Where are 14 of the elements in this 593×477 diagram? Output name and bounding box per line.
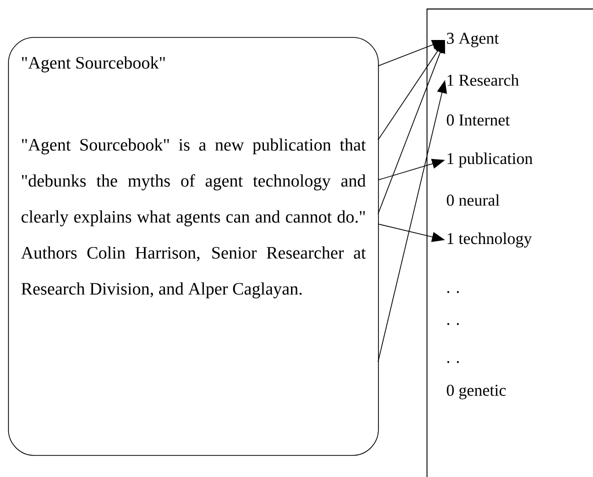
list-item: 1 Research bbox=[448, 74, 519, 86]
list-item: 0 Internet bbox=[446, 114, 510, 126]
ellipsis-dots: . . bbox=[447, 291, 459, 293]
list-item: 1 technology bbox=[448, 232, 532, 248]
ellipsis-dots: . . bbox=[447, 323, 459, 325]
list-item: 1 publication bbox=[448, 152, 533, 168]
ellipsis-dots: . . bbox=[447, 361, 459, 363]
list-item: 3 Agent bbox=[447, 32, 499, 48]
box-title: "Agent Sourcebook" bbox=[22, 56, 165, 72]
text-box bbox=[8, 37, 379, 456]
list-item: 0 neural bbox=[446, 194, 500, 206]
paragraph: "Agent Sourcebook" is a new publication that "debunks the myths of agent technology and clearly explains what agents can and cannot do." Authors Colin Harrison, Senior Researcher at Research Division, and Alper Caglayan. bbox=[21, 138, 366, 298]
list-panel bbox=[426, 8, 593, 477]
list-item: 0 genetic bbox=[446, 384, 506, 400]
